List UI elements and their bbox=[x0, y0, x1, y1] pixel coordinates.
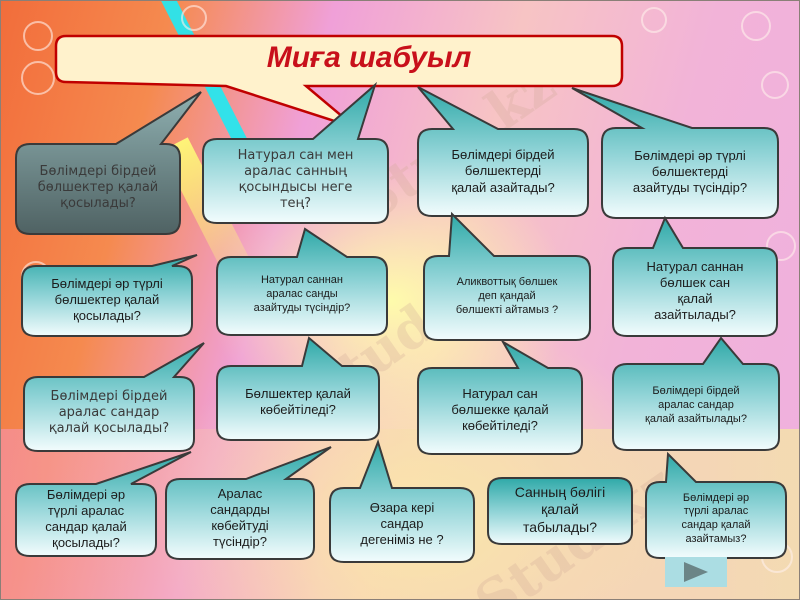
question-bubble-3[interactable]: Бөлімдері бірдей бөлшектерді қалай азайт… bbox=[417, 86, 589, 218]
question-text: Натурал сан бөлшекке қалай көбейтіледі? bbox=[451, 385, 549, 434]
question-text: Бөлшектер қалай көбейтіледі? bbox=[245, 385, 351, 417]
question-text: Бөлімдері әр түрлі бөлшектер қалай қосыл… bbox=[51, 275, 163, 324]
question-text: Бөлімдері әр түрлі аралас сандар қалай а… bbox=[681, 491, 751, 545]
question-bubble-10[interactable]: Бөлшектер қалай көбейтіледі? bbox=[216, 336, 380, 442]
question-bubble-13[interactable]: Бөлімдері әр түрлі аралас сандар қалай қ… bbox=[15, 451, 192, 558]
question-bubble-14[interactable]: Аралас сандарды көбейтуді түсіндір? bbox=[165, 446, 332, 561]
question-text: Аликвоттық бөлшек деп қандай бөлшекті ай… bbox=[455, 276, 559, 316]
question-text: Бөлімдері бірдей бөлшектер қалай қосылад… bbox=[37, 163, 159, 212]
question-text: Аралас сандарды көбейтуді түсіндір? bbox=[210, 485, 270, 550]
question-bubble-1[interactable]: Бөлімдері бірдей бөлшектер қалай қосылад… bbox=[15, 91, 202, 236]
title-callout: Миға шабуыл bbox=[54, 32, 624, 130]
question-bubble-7[interactable]: Аликвоттық бөлшек деп қандай бөлшекті ай… bbox=[423, 211, 591, 342]
question-bubble-9[interactable]: Бөлімдері бірдей аралас сандар қалай қос… bbox=[23, 342, 205, 453]
question-text: Санның бөлігі қалай табылады? bbox=[514, 483, 606, 535]
ornament-swirl bbox=[21, 61, 55, 95]
question-bubble-16[interactable]: Санның бөлігі қалай табылады? bbox=[487, 474, 633, 546]
question-text: Бөлімдері бірдей бөлшектерді қалай азайт… bbox=[451, 147, 555, 195]
question-bubble-17[interactable]: Бөлімдері әр түрлі аралас сандар қалай а… bbox=[645, 451, 787, 560]
question-text: Натурал сан мен аралас санның қосындысы … bbox=[237, 147, 354, 212]
question-bubble-2[interactable]: Натурал сан мен аралас санның қосындысы … bbox=[202, 81, 389, 225]
ornament-swirl bbox=[761, 71, 789, 99]
question-bubble-6[interactable]: Натурал саннан аралас санды азайтуды түс… bbox=[216, 227, 388, 337]
question-text: Бөлімдері әр түрлі бөлшектерді азайтуды … bbox=[632, 147, 748, 196]
question-bubble-12[interactable]: Бөлімдері бірдей аралас сандар қалай аза… bbox=[612, 336, 780, 452]
question-bubble-4[interactable]: Бөлімдері әр түрлі бөлшектерді азайтуды … bbox=[571, 87, 779, 220]
page-title: Миға шабуыл bbox=[266, 41, 472, 74]
question-bubble-5[interactable]: Бөлімдері әр түрлі бөлшектер қалай қосыл… bbox=[21, 254, 198, 338]
question-text: Өзара кері сандар дегеніміз не ? bbox=[360, 499, 444, 548]
ornament-swirl bbox=[766, 231, 796, 261]
ornament-swirl bbox=[641, 7, 667, 33]
play-triangle-icon bbox=[684, 562, 708, 582]
ornament-swirl bbox=[741, 11, 771, 41]
question-bubble-8[interactable]: Натурал саннан бөлшек сан қалай азайтыла… bbox=[612, 215, 778, 338]
question-text: Бөлімдері бірдей аралас сандар қалай қос… bbox=[48, 388, 170, 437]
question-text: Бөлімдері әр түрлі аралас сандар қалай қ… bbox=[45, 486, 127, 551]
question-bubble-11[interactable]: Натурал сан бөлшекке қалай көбейтіледі? bbox=[417, 339, 583, 456]
question-text: Натурал саннан аралас санды азайтуды түс… bbox=[253, 274, 351, 314]
question-text: Бөлімдері бірдей аралас сандар қалай аза… bbox=[645, 385, 747, 425]
ornament-swirl bbox=[23, 21, 53, 51]
question-text: Натурал саннан бөлшек сан қалай азайтыла… bbox=[646, 258, 744, 323]
ornament-swirl bbox=[181, 5, 207, 31]
next-slide-button[interactable] bbox=[665, 557, 727, 587]
question-bubble-15[interactable]: Өзара кері сандар дегеніміз не ? bbox=[329, 438, 475, 564]
